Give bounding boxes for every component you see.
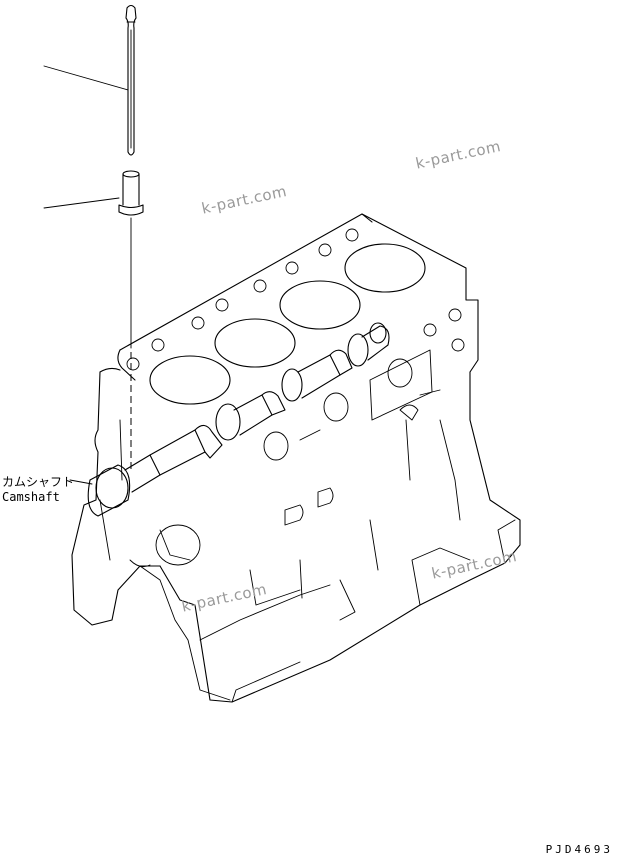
tappet [118,170,144,349]
camshaft [87,322,390,517]
leader-line-tappet [43,197,120,209]
leader-line-push-rod [43,65,129,91]
block-side-features [129,349,441,568]
camshaft-label-en: Camshaft [2,490,60,504]
deck-bolt-holes [126,228,465,371]
leader-line-camshaft [69,479,93,485]
camshaft-label: カムシャフト Camshaft [2,475,74,505]
camshaft-label-jp: カムシャフト [2,475,75,489]
cylinder-block [71,213,521,703]
cylinder-bores [149,243,426,405]
push-rod [125,4,137,156]
drawing-code: PJD4693 [545,843,613,856]
